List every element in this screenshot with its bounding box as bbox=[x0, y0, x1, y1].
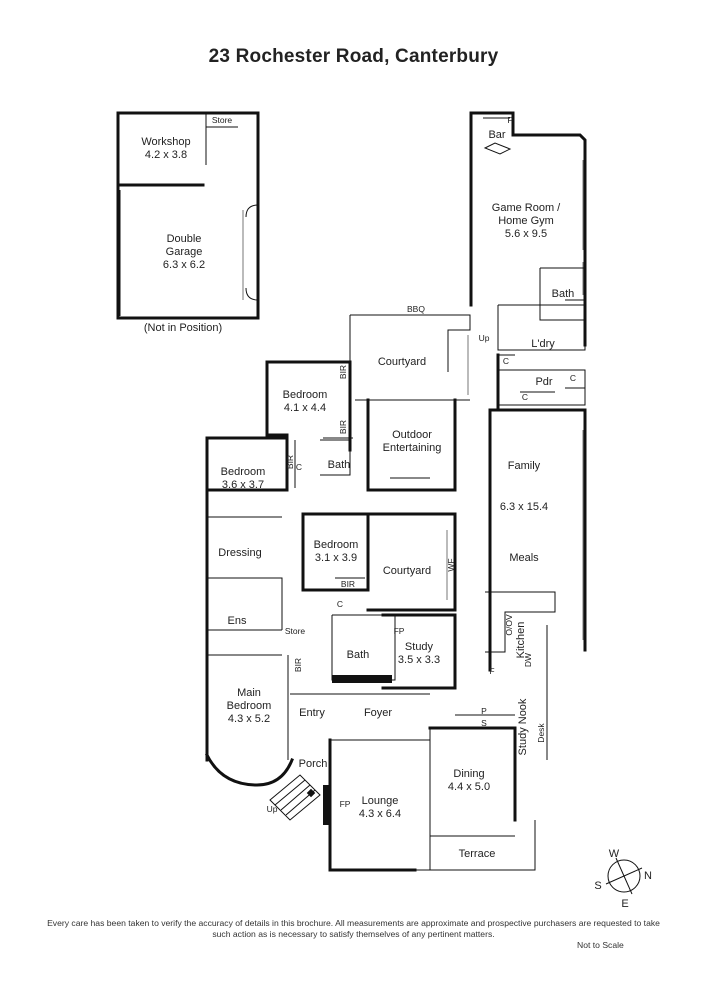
outdoor-label-1: Outdoor bbox=[392, 429, 432, 441]
bath-mid-label: Bath bbox=[328, 459, 351, 471]
up-porch-label: Up bbox=[267, 804, 278, 814]
compass-n: N bbox=[644, 870, 652, 882]
game-room-block bbox=[469, 111, 587, 412]
fp-label-lounge: FP bbox=[340, 799, 351, 809]
store-garage-label: Store bbox=[212, 115, 233, 125]
bedroom-a-size: 4.1 x 4.4 bbox=[284, 402, 326, 414]
dressing-label: Dressing bbox=[218, 547, 261, 559]
bir-label-c: BIR bbox=[285, 455, 295, 469]
family-label: Family bbox=[508, 460, 541, 472]
pdr-label: Pdr bbox=[535, 376, 552, 388]
foyer-label: Foyer bbox=[364, 707, 392, 719]
workshop-size: 4.2 x 3.8 bbox=[145, 149, 187, 161]
not-to-scale: Not to Scale bbox=[577, 940, 624, 950]
not-in-position: (Not in Position) bbox=[144, 322, 222, 334]
entry-label: Entry bbox=[299, 707, 325, 719]
main-bedroom-label-1: Main bbox=[237, 687, 261, 699]
main-bedroom bbox=[204, 653, 294, 787]
compass bbox=[605, 857, 643, 895]
bedroom-c-size: 3.1 x 3.9 bbox=[315, 552, 357, 564]
ens-label: Ens bbox=[228, 615, 247, 627]
bir-label-b: BIR bbox=[338, 420, 348, 434]
bar-label: Bar bbox=[488, 129, 505, 141]
outdoor-label-2: Entertaining bbox=[383, 442, 442, 454]
compass-w: W bbox=[609, 848, 620, 860]
bath-low-label: Bath bbox=[347, 649, 370, 661]
porch-label: Porch bbox=[299, 758, 328, 770]
garage-size: 6.3 x 6.2 bbox=[163, 259, 205, 271]
o-ov-label: O/OV bbox=[504, 614, 514, 636]
meals-label: Meals bbox=[509, 552, 539, 564]
game-room-size: 5.6 x 9.5 bbox=[505, 228, 547, 240]
courtyard-mid-label: Courtyard bbox=[383, 565, 431, 577]
disclaimer-text: Every care has been taken to verify the … bbox=[47, 918, 660, 939]
c-label-bedc: C bbox=[337, 599, 343, 609]
bath-top-label: Bath bbox=[552, 288, 575, 300]
bedroom-block bbox=[205, 360, 457, 492]
family-block bbox=[485, 408, 587, 760]
store-mid-label: Store bbox=[285, 626, 306, 636]
s-label: S bbox=[481, 718, 487, 728]
terrace-label: Terrace bbox=[459, 848, 496, 860]
wf-label: WF bbox=[446, 558, 456, 571]
workshop-label: Workshop bbox=[141, 136, 190, 148]
bir-label-e: BIR bbox=[293, 658, 303, 672]
study-nook-label: Study Nook bbox=[517, 698, 529, 755]
bedroom-b-label: Bedroom bbox=[221, 466, 266, 478]
courtyard-top-label: Courtyard bbox=[378, 356, 426, 368]
c-label-ldry: C bbox=[503, 356, 509, 366]
courtyard-top bbox=[349, 314, 471, 401]
lounge-label: Lounge bbox=[362, 795, 399, 807]
bedroom-a-label: Bedroom bbox=[283, 389, 328, 401]
c-label-bedb: C bbox=[296, 462, 302, 472]
fp-label-study: FP bbox=[394, 626, 405, 636]
bbq-label: BBQ bbox=[407, 304, 425, 314]
dining-label: Dining bbox=[453, 768, 484, 780]
garage-label-1: Double bbox=[167, 233, 202, 245]
garage-block bbox=[116, 111, 260, 320]
c-label-family: C bbox=[522, 392, 528, 402]
game-room-label-1: Game Room / bbox=[492, 202, 561, 214]
kitchen-label: Kitchen bbox=[515, 622, 527, 659]
game-room-label-2: Home Gym bbox=[498, 215, 554, 227]
front-rooms bbox=[290, 693, 536, 872]
study-label: Study bbox=[405, 641, 434, 653]
plan-title: 23 Rochester Road, Canterbury bbox=[208, 46, 499, 67]
desk-label: Desk bbox=[536, 723, 546, 743]
c-label-pdr: C bbox=[570, 373, 576, 383]
dw-label: DW bbox=[523, 653, 533, 667]
bedroom-c-label: Bedroom bbox=[314, 539, 359, 551]
study-size: 3.5 x 3.3 bbox=[398, 654, 440, 666]
labels: Workshop 4.2 x 3.8 Store Double Garage 6… bbox=[141, 115, 652, 910]
bedroom-b-size: 3.6 x 3.7 bbox=[222, 479, 264, 491]
p-label: P bbox=[481, 706, 487, 716]
main-bedroom-label-2: Bedroom bbox=[227, 700, 272, 712]
compass-e: E bbox=[621, 898, 628, 910]
bir-label-a: BIR bbox=[338, 365, 348, 379]
compass-s: S bbox=[594, 880, 601, 892]
f-label-bar: F bbox=[507, 115, 512, 125]
up-top-label: Up bbox=[479, 333, 490, 343]
laundry-label: L'dry bbox=[531, 338, 555, 350]
lounge-size: 4.3 x 6.4 bbox=[359, 808, 401, 820]
garage-label-2: Garage bbox=[166, 246, 203, 258]
dining-size: 4.4 x 5.0 bbox=[448, 781, 490, 793]
porch-steps bbox=[269, 774, 321, 821]
f-label-kitchen: F bbox=[489, 666, 494, 676]
family-size: 6.3 x 15.4 bbox=[500, 501, 548, 513]
bir-label-d: BIR bbox=[341, 579, 355, 589]
main-bedroom-size: 4.3 x 5.2 bbox=[228, 713, 270, 725]
